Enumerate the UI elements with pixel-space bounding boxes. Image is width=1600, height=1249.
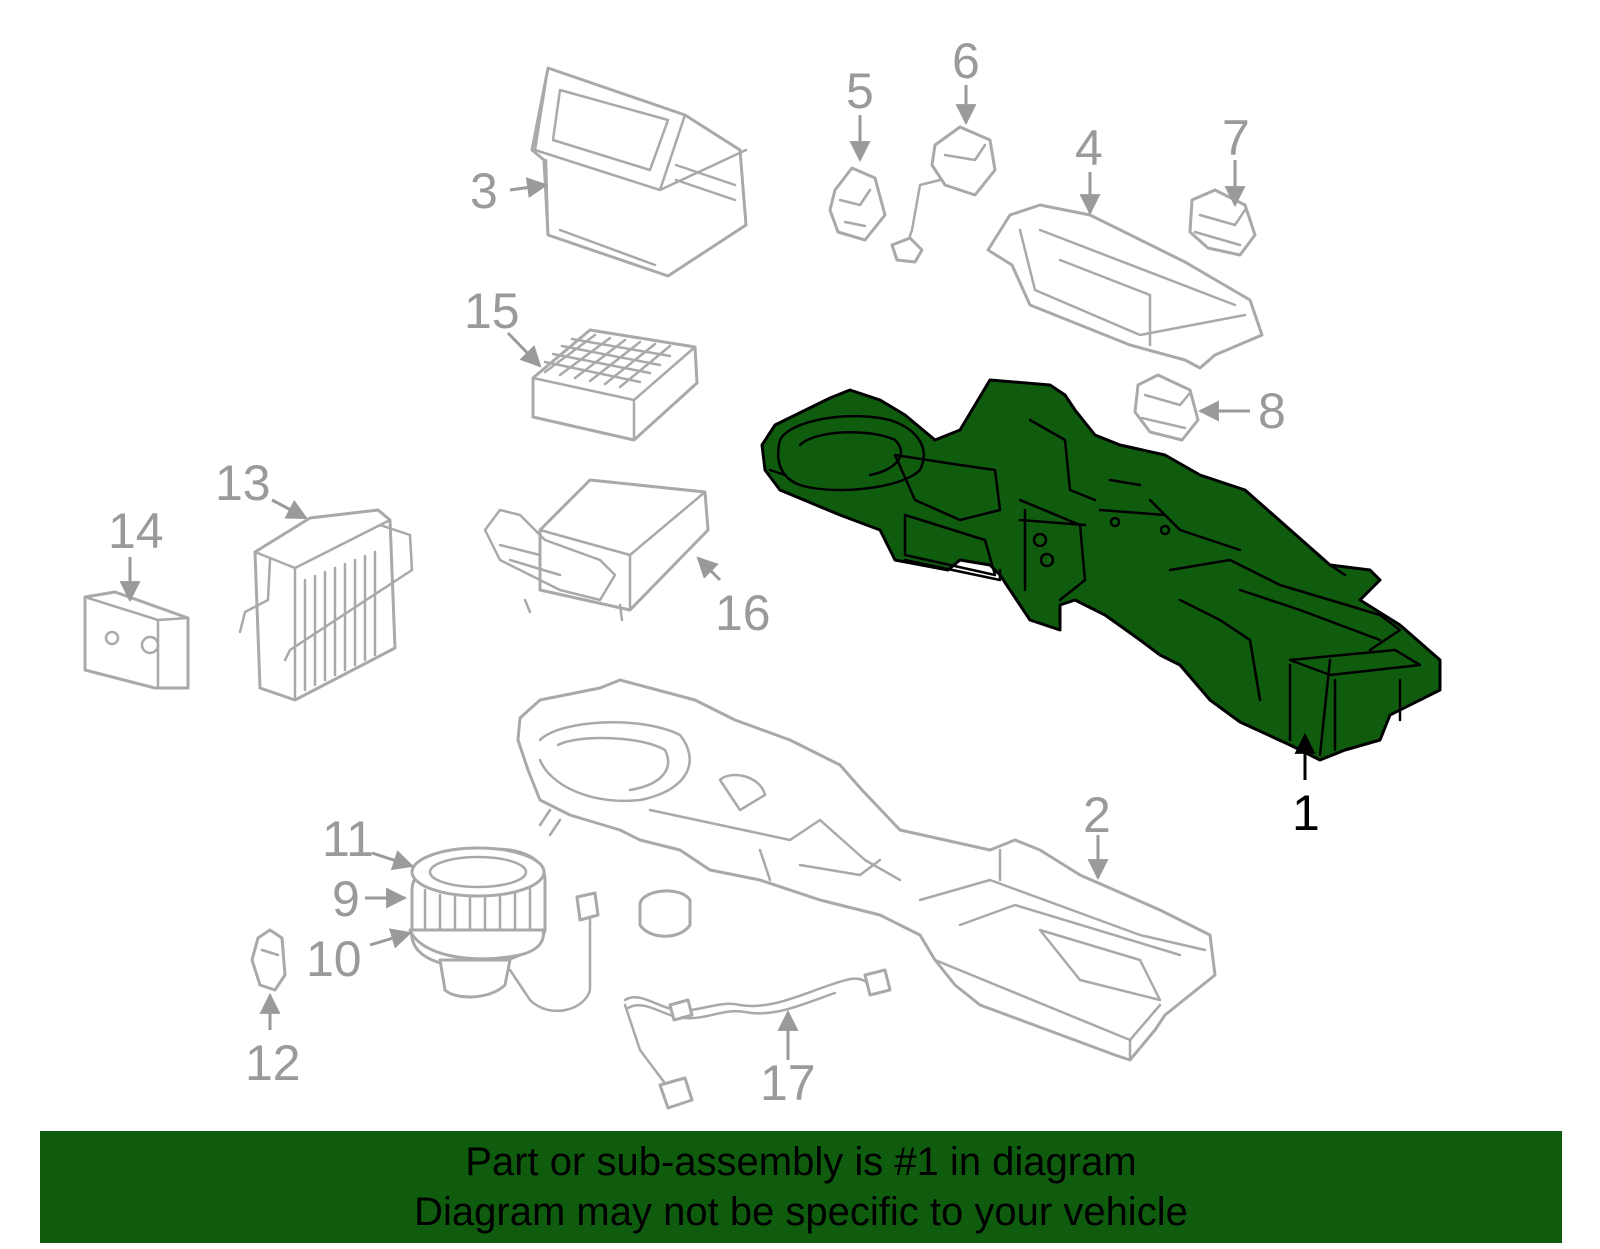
callout-3: 3	[470, 163, 498, 219]
callout-13: 13	[215, 455, 271, 511]
leader-16	[696, 556, 722, 582]
callout-15: 15	[464, 283, 520, 339]
callout-12: 12	[245, 1035, 301, 1091]
callout-14: 14	[108, 503, 164, 559]
callout-2: 2	[1083, 787, 1111, 843]
part-4-tray	[986, 203, 1264, 370]
callout-4: 4	[1075, 120, 1103, 176]
callout-9: 9	[332, 871, 360, 927]
leader-3	[509, 177, 549, 199]
part-6-actuator	[890, 125, 997, 264]
info-banner: Part or sub-assembly is #1 in diagram Di…	[40, 1131, 1562, 1243]
callout-8: 8	[1258, 383, 1286, 439]
part-15-filter	[531, 328, 699, 442]
part-8-actuator	[1133, 373, 1200, 442]
callout-6: 6	[952, 33, 980, 89]
leader-13	[271, 498, 308, 520]
parts-diagram: 1 2 3 4 5 6 7 8 9 10 11 12 13 14 15 16 1…	[83, 33, 1442, 1111]
banner-line-1: Part or sub-assembly is #1 in diagram	[465, 1140, 1137, 1184]
callout-16: 16	[715, 585, 771, 641]
part-1-highlighted-assembly	[760, 378, 1442, 762]
part-17-wiring-harness	[623, 968, 892, 1110]
part-12-resistor	[250, 928, 287, 992]
part-5-actuator	[828, 166, 887, 242]
leader-15	[506, 331, 542, 368]
leader-11	[371, 850, 414, 871]
callout-5: 5	[846, 63, 874, 119]
part-2-lower-housing	[516, 678, 1217, 1062]
callout-11: 11	[322, 811, 374, 867]
part-13-evaporator	[238, 508, 414, 702]
callout-10: 10	[306, 931, 362, 987]
callout-7: 7	[1222, 110, 1250, 166]
part-14-gasket	[83, 590, 190, 690]
part-16-heater-core	[483, 478, 710, 622]
callout-17: 17	[760, 1055, 816, 1111]
part-7-actuator	[1188, 188, 1257, 257]
part-9-blower-motor	[408, 846, 600, 1013]
leader-10	[369, 928, 413, 949]
part-3-housing-cover	[530, 66, 748, 278]
callout-1: 1	[1292, 785, 1320, 841]
banner-line-2: Diagram may not be specific to your vehi…	[414, 1190, 1188, 1234]
